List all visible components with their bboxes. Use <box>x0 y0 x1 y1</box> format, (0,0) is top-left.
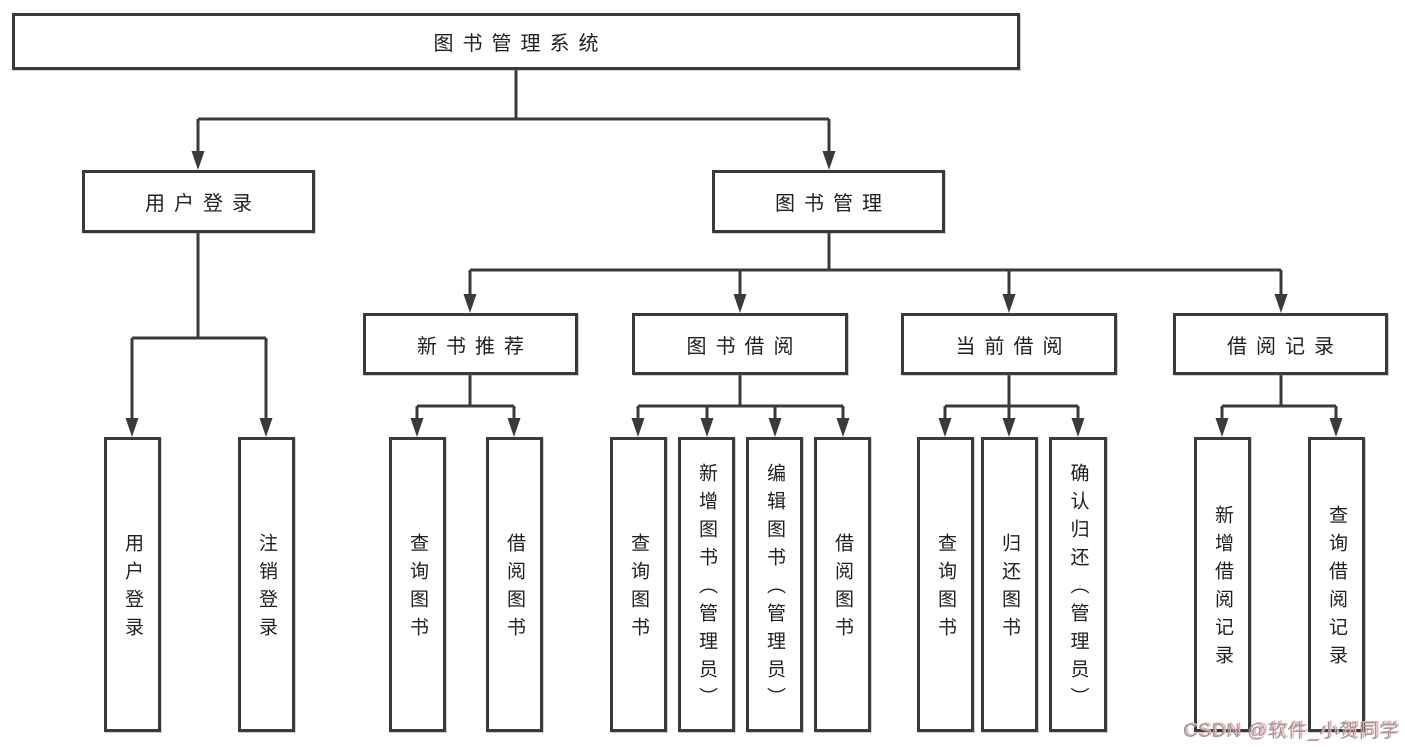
node-current-borrow: 当前借阅 <box>901 313 1117 375</box>
arrow-down-icon <box>631 418 645 437</box>
arrow-down-icon <box>507 418 521 437</box>
leaf-borrow-edit-books-admin-label: 编辑图书（管理员） <box>764 463 785 715</box>
node-book-management: 图书管理 <box>712 170 945 233</box>
leaf-user-login: 用户登录 <box>104 437 161 732</box>
arrow-down-icon <box>1274 294 1288 313</box>
csdn-watermark: CSDN @软件_小贺同学 <box>1183 721 1399 742</box>
arrow-down-icon <box>191 151 205 170</box>
arrow-down-icon <box>1002 418 1016 437</box>
leaf-recommend-query-books: 查询图书 <box>389 437 446 732</box>
arrow-down-icon <box>1215 418 1229 437</box>
node-root: 图书管理系统 <box>12 13 1020 70</box>
leaf-records-query-record: 查询借阅记录 <box>1308 437 1365 732</box>
leaf-recommend-query-books-label: 查询图书 <box>407 533 428 645</box>
leaf-logout-label: 注销登录 <box>256 533 277 645</box>
leaf-current-query-books: 查询图书 <box>917 437 974 732</box>
connector-root-to-level2 <box>191 70 836 170</box>
leaf-borrow-add-books-admin-label: 新增图书（管理员） <box>696 463 717 715</box>
leaf-recommend-borrow-books-label: 借阅图书 <box>504 533 525 645</box>
connector-book-management <box>463 233 1288 313</box>
leaf-user-login-label: 用户登录 <box>122 533 143 645</box>
connector-user-login <box>125 233 273 437</box>
node-borrow-records-label: 借阅记录 <box>1227 335 1343 358</box>
connector-current-borrow <box>938 375 1085 437</box>
node-new-book-recommend: 新书推荐 <box>363 313 578 375</box>
node-new-book-recommend-label: 新书推荐 <box>417 335 533 358</box>
node-borrow-records: 借阅记录 <box>1173 313 1388 375</box>
leaf-borrow-add-books-admin: 新增图书（管理员） <box>678 437 735 732</box>
leaf-borrow-borrow-books: 借阅图书 <box>814 437 871 732</box>
arrow-down-icon <box>463 294 477 313</box>
arrow-down-icon <box>836 418 850 437</box>
arrow-down-icon <box>1002 294 1016 313</box>
arrow-down-icon <box>1329 418 1343 437</box>
node-book-borrow-label: 图书借阅 <box>686 335 803 358</box>
connector-book-borrow <box>631 375 850 437</box>
node-user-login: 用户登录 <box>82 170 315 233</box>
leaf-records-add-record-label: 新增借阅记录 <box>1212 505 1233 673</box>
node-book-borrow: 图书借阅 <box>632 313 848 375</box>
leaf-records-query-record-label: 查询借阅记录 <box>1326 505 1347 673</box>
arrow-down-icon <box>259 418 273 437</box>
leaf-current-query-books-label: 查询图书 <box>935 533 956 645</box>
arrow-down-icon <box>822 151 836 170</box>
arrow-down-icon <box>700 418 714 437</box>
arrow-down-icon <box>733 294 747 313</box>
node-current-borrow-label: 当前借阅 <box>955 335 1072 358</box>
leaf-current-confirm-return-admin-label: 确认归还（管理员） <box>1067 463 1089 715</box>
arrow-down-icon <box>768 418 782 437</box>
node-book-management-label: 图书管理 <box>775 193 891 215</box>
arrow-down-icon <box>1071 418 1085 437</box>
leaf-current-return-books-label: 归还图书 <box>999 533 1020 645</box>
arrow-down-icon <box>410 418 424 437</box>
connector-new-book-recommend <box>410 375 521 437</box>
leaf-current-confirm-return-admin: 确认归还（管理员） <box>1049 437 1107 732</box>
leaf-borrow-borrow-books-label: 借阅图书 <box>832 533 853 645</box>
node-root-label: 图书管理系统 <box>433 33 608 55</box>
leaf-recommend-borrow-books: 借阅图书 <box>486 437 543 732</box>
leaf-current-return-books: 归还图书 <box>981 437 1038 732</box>
connector-borrow-records <box>1215 375 1343 437</box>
arrow-down-icon <box>125 418 139 437</box>
leaf-records-add-record: 新增借阅记录 <box>1194 437 1251 732</box>
leaf-logout: 注销登录 <box>238 437 295 732</box>
arrow-down-icon <box>938 418 952 437</box>
leaf-borrow-query-books: 查询图书 <box>610 437 667 732</box>
leaf-borrow-query-books-label: 查询图书 <box>628 533 649 645</box>
leaf-borrow-edit-books-admin: 编辑图书（管理员） <box>746 437 803 732</box>
node-user-login-label: 用户登录 <box>145 193 261 215</box>
